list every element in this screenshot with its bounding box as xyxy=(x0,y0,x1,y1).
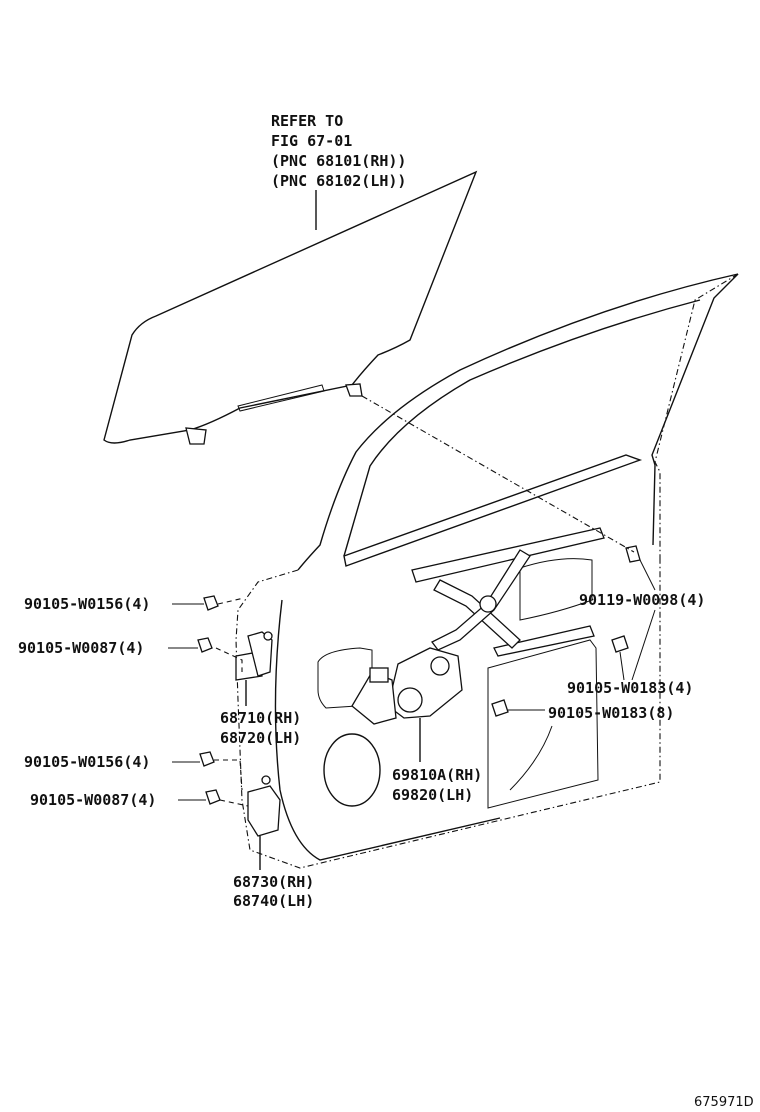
label-bolt-regulator-2: 90105-W0183(8) xyxy=(548,704,674,722)
door-panel xyxy=(235,273,739,869)
label-lower-hinge-rh: 68730(RH) xyxy=(233,873,314,891)
bolts xyxy=(197,545,641,805)
label-glass-refer-1: REFER TO xyxy=(271,112,343,130)
upper-hinge xyxy=(235,631,273,706)
label-bolt-upper-hinge-1: 90105-W0156(4) xyxy=(24,595,150,613)
reference-lines xyxy=(168,395,656,807)
label-bolt-upper-hinge-2: 90105-W0087(4) xyxy=(18,639,144,657)
label-regulator-rh: 69810A(RH) xyxy=(392,766,482,784)
label-lower-hinge-lh: 68740(LH) xyxy=(233,892,314,910)
label-glass-refer-3: (PNC 68101(RH)) xyxy=(271,152,406,170)
label-regulator-lh: 69820(LH) xyxy=(392,786,473,804)
label-bolt-lower-hinge-1: 90105-W0156(4) xyxy=(24,753,150,771)
figure-id: 675971D xyxy=(694,1095,754,1110)
label-upper-hinge-rh: 68710(RH) xyxy=(220,709,301,727)
label-glass-refer-4: (PNC 68102(LH)) xyxy=(271,172,406,190)
label-bolt-glass-channel: 90119-W0098(4) xyxy=(579,591,705,609)
label-upper-hinge-lh: 68720(LH) xyxy=(220,729,301,747)
label-bolt-lower-hinge-2: 90105-W0087(4) xyxy=(30,791,156,809)
window-regulator xyxy=(351,527,605,762)
lower-hinge xyxy=(247,775,281,870)
label-bolt-regulator-1: 90105-W0183(4) xyxy=(567,679,693,697)
door-glass xyxy=(103,170,478,445)
label-glass-refer-2: FIG 67-01 xyxy=(271,132,352,150)
